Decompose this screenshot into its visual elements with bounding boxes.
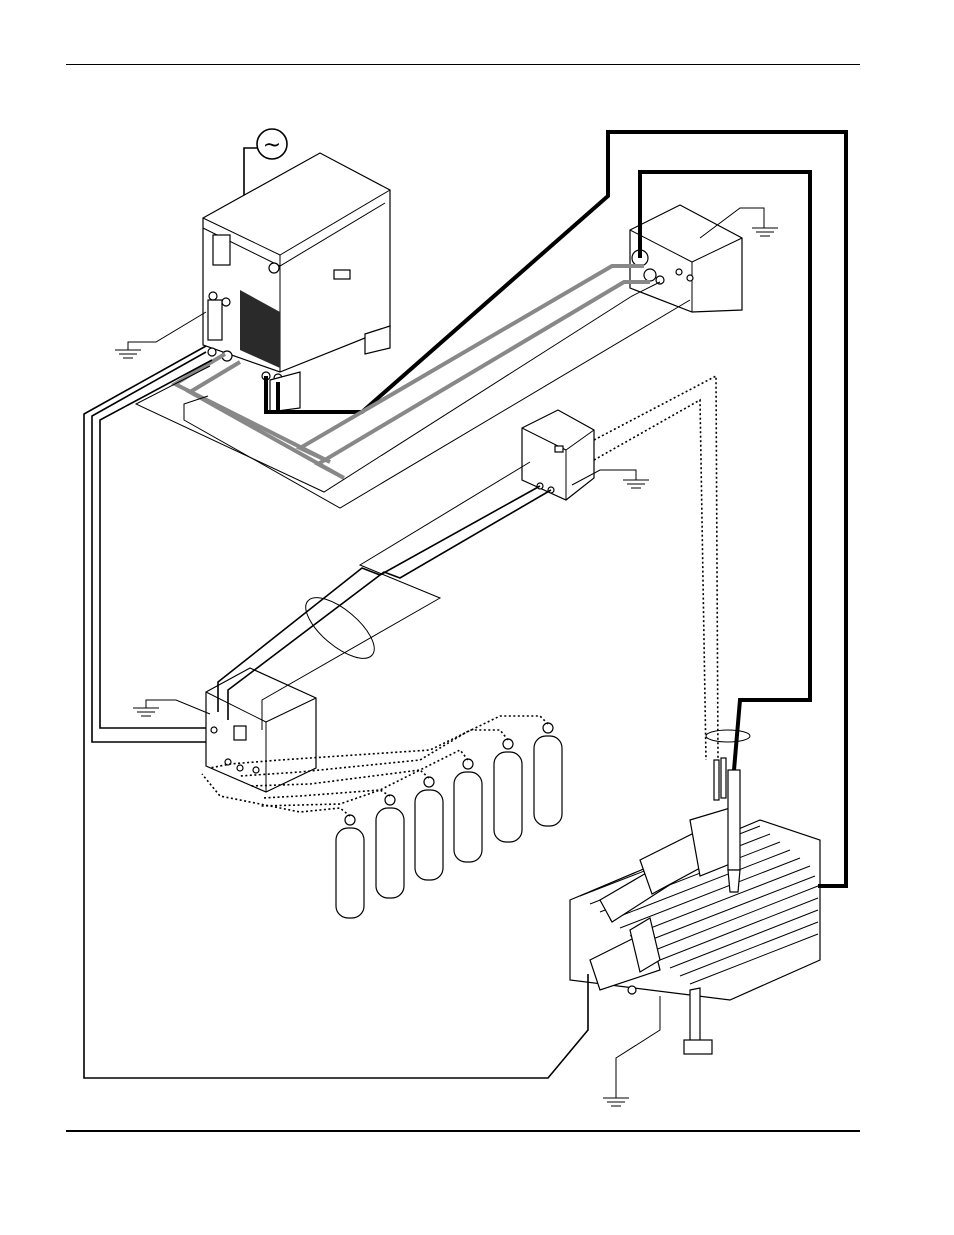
ignition-console [629,204,743,313]
ground-icon [133,699,211,717]
gas-cylinder [414,776,444,881]
torch-gas-hose [593,398,707,761]
gas-control-cable [227,489,552,720]
cutting-table [569,807,821,1055]
gas-cylinders [335,722,563,919]
ac-source-symbol: ~ [263,133,281,158]
cooling-hose-supply [170,264,644,464]
cooling-hose-return [186,280,650,480]
plasma-torch [705,729,751,893]
gas-cylinder [453,758,483,863]
gas-cylinder [493,738,523,843]
gas-control-cable [217,485,541,712]
footer-rule [66,1130,860,1132]
torch-lead [638,170,812,771]
control-cable [183,299,691,509]
gas-metering-console [205,667,317,793]
pilot-arc-lead [264,130,848,888]
power-to-metering-cable [99,359,213,729]
header-rule [66,64,860,65]
ground-icon [115,311,207,359]
gas-cylinder [335,814,365,919]
ground-icon [603,996,661,1107]
torch-gas-hose [593,374,719,761]
work-lead [83,345,589,1079]
gas-control-unit [521,409,595,501]
ground-icon [571,469,649,489]
gas-cylinder [375,794,405,899]
gas-cylinder [533,722,563,827]
power-to-metering-cable [91,351,207,743]
control-cable [134,281,661,493]
ground-icon [699,207,778,239]
gas-supply-hoses [201,715,549,817]
gas-control-cable [261,461,531,730]
power-supply-cabinet [202,152,391,413]
cable-bundle-marker [305,597,375,659]
